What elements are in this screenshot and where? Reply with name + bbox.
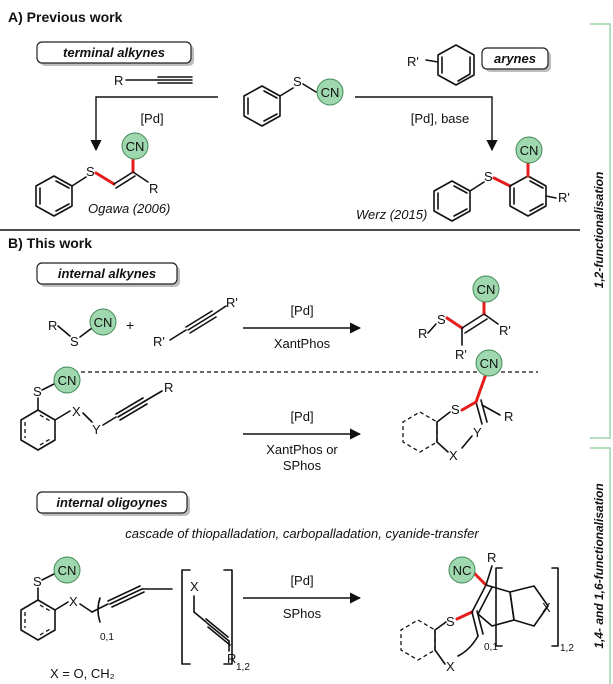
svg-text:0,1: 0,1 <box>100 632 114 643</box>
aryne-reagent: R' <box>407 44 475 86</box>
svg-text:S: S <box>86 164 95 179</box>
svg-text:R': R' <box>499 323 511 338</box>
rxn2-substrate: S CN X Y R <box>20 366 173 451</box>
terminal-alkyne-reagent: R <box>114 73 193 88</box>
svg-text:R': R' <box>153 334 165 349</box>
svg-text:S: S <box>484 169 493 184</box>
svg-text:CN: CN <box>94 315 113 330</box>
svg-text:1,2: 1,2 <box>236 662 250 673</box>
svg-text:[Pd]: [Pd] <box>290 409 313 424</box>
svg-text:0,1: 0,1 <box>484 642 498 653</box>
svg-text:X: X <box>72 404 81 419</box>
svg-text:CN: CN <box>520 143 539 158</box>
svg-text:S: S <box>293 74 302 89</box>
svg-text:SPhos: SPhos <box>283 458 322 473</box>
svg-text:S: S <box>437 312 446 327</box>
svg-text:SPhos: SPhos <box>283 606 322 621</box>
svg-text:CN: CN <box>58 373 77 388</box>
svg-text:R': R' <box>558 190 570 205</box>
svg-text:internal oligoynes: internal oligoynes <box>56 495 167 510</box>
rxn1-alkyne: R' R' <box>153 295 238 349</box>
svg-text:S: S <box>446 614 455 629</box>
svg-text:S: S <box>33 384 42 399</box>
tag-terminal-alkynes: terminal alkynes <box>36 41 194 66</box>
tag-internal-alkynes: internal alkynes <box>36 262 180 287</box>
rxn3-product: S X 0,1 NC R X 1,2 <box>400 550 574 674</box>
svg-text:NC: NC <box>453 563 472 578</box>
svg-text:XantPhos or: XantPhos or <box>266 442 338 457</box>
svg-text:[Pd]: [Pd] <box>290 303 313 318</box>
citation-werz: Werz (2015) <box>356 207 427 222</box>
svg-text:1,4- and 1,6-functionalisation: 1,4- and 1,6-functionalisation <box>592 483 606 648</box>
rxn2-arrow: [Pd] XantPhos or SPhos <box>243 409 362 473</box>
svg-text:X: X <box>542 600 551 615</box>
svg-text:[Pd], base: [Pd], base <box>411 111 470 126</box>
svg-text:S: S <box>70 334 79 349</box>
svg-text:R': R' <box>455 347 467 362</box>
citation-ogawa: Ogawa (2006) <box>88 201 170 216</box>
werz-product: S CN R' Werz (2015) <box>356 136 570 222</box>
svg-text:XantPhos: XantPhos <box>274 336 331 351</box>
phscn-reagent: S CN <box>243 74 344 127</box>
svg-text:terminal alkynes: terminal alkynes <box>63 45 165 60</box>
svg-text:R': R' <box>407 54 419 69</box>
svg-text:Y: Y <box>92 422 101 437</box>
svg-text:1,2: 1,2 <box>560 643 574 654</box>
rxn1-rscn: R S CN + <box>48 308 134 349</box>
svg-text:Y: Y <box>473 425 482 440</box>
svg-text:R: R <box>149 181 158 196</box>
svg-text:+: + <box>126 317 134 333</box>
rxn3-substrate: S CN X 0,1 X R 1,2 X = O, CH₂ <box>20 556 250 681</box>
x-definition: X = O, CH₂ <box>50 666 115 681</box>
svg-text:CN: CN <box>58 563 77 578</box>
svg-text:R: R <box>114 73 123 88</box>
svg-text:R': R' <box>226 295 238 310</box>
rxn3-arrow: [Pd] SPhos <box>243 573 362 621</box>
tag-internal-oligoynes: internal oligoynes <box>36 491 190 516</box>
side-bracket-12: 1,2-functionalisation <box>590 23 611 439</box>
svg-text:internal alkynes: internal alkynes <box>58 266 156 281</box>
svg-text:R: R <box>164 380 173 395</box>
svg-text:CN: CN <box>480 356 499 371</box>
svg-text:R: R <box>48 318 57 333</box>
rxn1-product: R S CN R' R' <box>418 275 511 362</box>
arrow-werz: [Pd], base <box>355 96 498 152</box>
svg-text:X: X <box>446 659 455 674</box>
svg-text:S: S <box>451 402 460 417</box>
rxn2-product: S Y X CN R <box>402 349 513 463</box>
svg-text:S: S <box>33 574 42 589</box>
svg-text:[Pd]: [Pd] <box>290 573 313 588</box>
ogawa-product: S CN R Ogawa (2006) <box>35 132 170 217</box>
section-b-title: B) This work <box>8 235 92 251</box>
svg-text:R: R <box>487 550 496 565</box>
svg-text:R: R <box>418 326 427 341</box>
svg-text:X: X <box>449 448 458 463</box>
cascade-text: cascade of thiopalladation, carbopallada… <box>125 526 479 541</box>
svg-text:[Pd]: [Pd] <box>140 111 163 126</box>
svg-text:arynes: arynes <box>494 51 536 66</box>
side-bracket-146: 1,4- and 1,6-functionalisation <box>590 447 611 684</box>
svg-text:CN: CN <box>321 85 340 100</box>
tag-arynes: arynes <box>481 47 551 72</box>
svg-text:X: X <box>69 594 78 609</box>
svg-text:R: R <box>504 409 513 424</box>
section-a-title: A) Previous work <box>8 9 123 25</box>
svg-text:CN: CN <box>126 139 145 154</box>
arrow-ogawa: [Pd] <box>90 96 218 152</box>
svg-text:CN: CN <box>477 282 496 297</box>
rxn1-arrow: [Pd] XantPhos <box>243 303 362 351</box>
svg-text:X: X <box>190 579 199 594</box>
svg-text:1,2-functionalisation: 1,2-functionalisation <box>592 172 606 289</box>
